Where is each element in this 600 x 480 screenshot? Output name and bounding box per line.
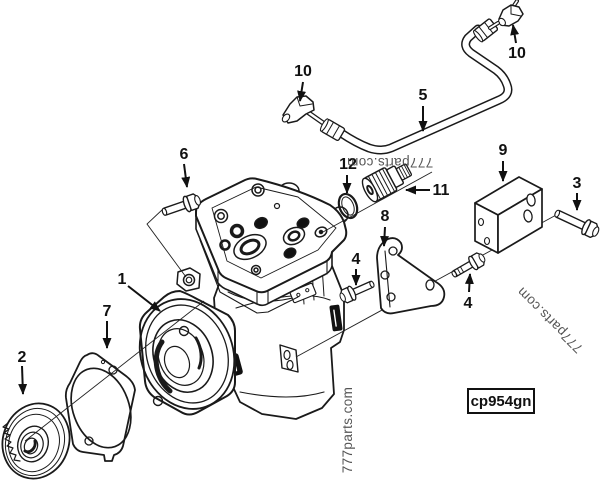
fitting-plug-illustration xyxy=(361,163,413,203)
callout-7-gasket: 7 xyxy=(103,303,112,320)
bolt-4-right-illustration xyxy=(451,252,486,278)
watermark-top: 777parts.com xyxy=(347,155,434,170)
callout-4-bolt-right: 4 xyxy=(464,295,473,312)
plug-axis-line xyxy=(322,171,433,233)
watermark-right: 777parts.com xyxy=(514,284,586,356)
elbow-fitting-left xyxy=(281,95,315,124)
part-code-label: cp954gn xyxy=(471,393,532,410)
callout-4-bolt-left: 4 xyxy=(352,251,361,268)
bracket-illustration xyxy=(376,237,446,315)
bolt-4-left-illustration xyxy=(339,280,375,304)
callout-6-bolt: 6 xyxy=(180,146,189,163)
tube-nut-left xyxy=(319,118,346,142)
callout-1-compressor-body: 1 xyxy=(118,271,127,288)
callout-9-cover-block: 9 xyxy=(499,142,508,159)
callout-8-bracket: 8 xyxy=(381,208,390,225)
callout-arrows xyxy=(18,24,582,395)
callout-11-plug: 11 xyxy=(433,182,450,199)
callout-3-bolt: 3 xyxy=(573,175,582,192)
head-ports xyxy=(213,183,328,276)
spline-serrations xyxy=(2,422,21,462)
callout-10-elbow-right: 10 xyxy=(508,45,526,62)
cover-block-illustration xyxy=(474,176,543,254)
watermark-bottom: 777parts.com xyxy=(340,387,355,474)
callout-5-tube: 5 xyxy=(419,87,428,104)
o-ring-illustration xyxy=(337,192,359,220)
part-code-box: cp954gn xyxy=(467,388,535,414)
air-tube-illustration xyxy=(281,0,524,155)
gasket-illustration xyxy=(64,352,136,462)
callout-2-drive-hub: 2 xyxy=(18,349,27,366)
bolt-6-illustration xyxy=(161,193,201,216)
callout-12-oring: 12 xyxy=(339,156,357,173)
drive-hub-illustration xyxy=(1,402,71,480)
elbow-fitting-right xyxy=(488,0,524,30)
bolt-3-illustration xyxy=(554,209,600,239)
tube-nut-right xyxy=(472,18,499,43)
callout-10-elbow-left: 10 xyxy=(294,63,312,80)
compressor-assembly-illustration xyxy=(138,177,349,420)
